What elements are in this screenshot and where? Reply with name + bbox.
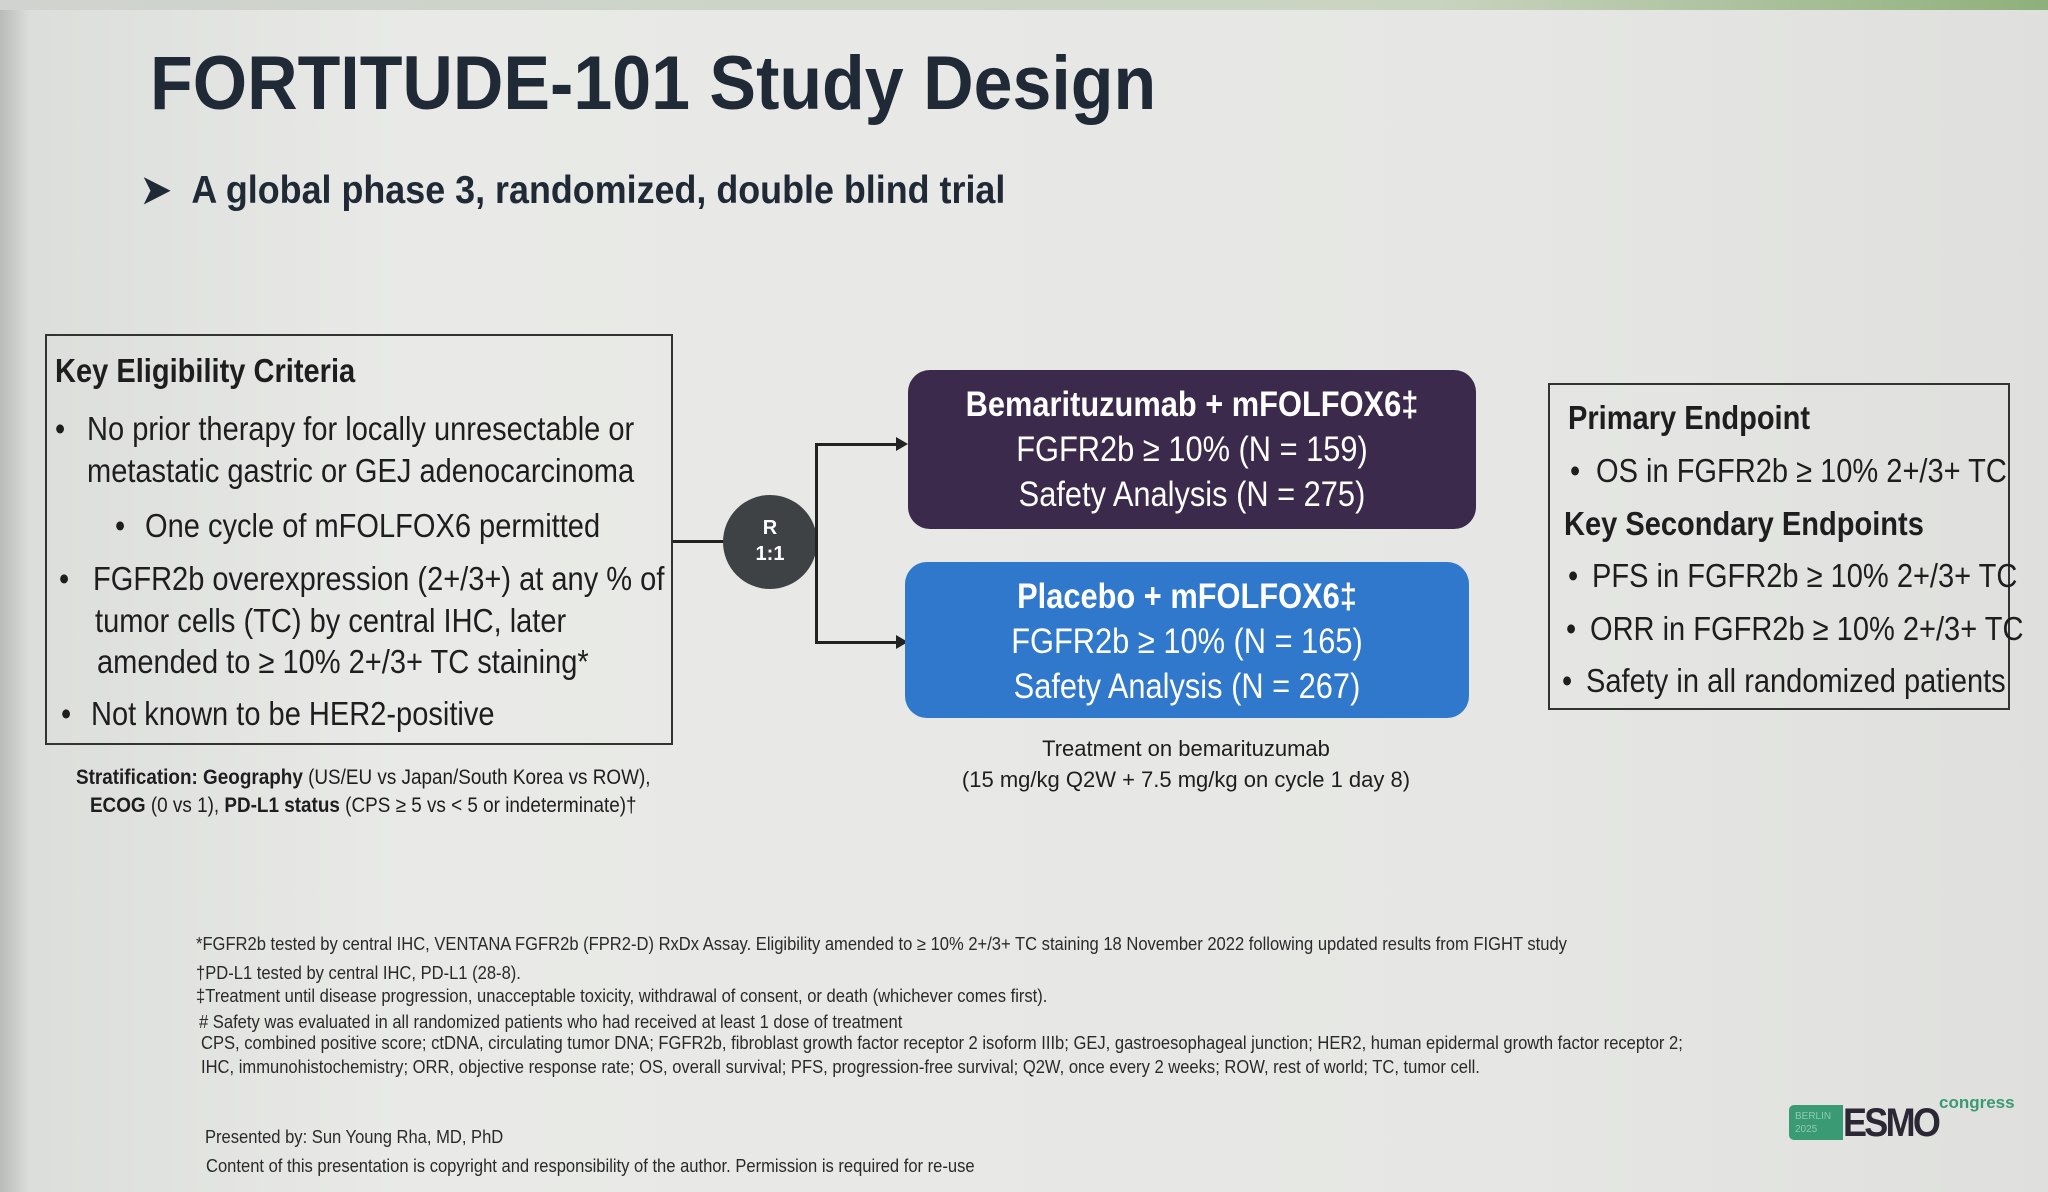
footnote: *FGFR2b tested by central IHC, VENTANA F… — [196, 934, 1567, 954]
primary-endpoint-heading: Primary Endpoint — [1568, 399, 1811, 436]
strat-ecog-values: (0 vs 1), — [145, 794, 225, 817]
slide-title: FORTITUDE-101 Study Design — [150, 41, 1157, 126]
bullet-icon: • — [115, 507, 126, 544]
logo-suffix: congress — [1939, 1093, 2015, 1112]
esmo-logo: BERLIN 2025 ESMO congress — [1789, 1093, 2039, 1147]
criteria-item: metastatic gastric or GEJ adenocarcinoma — [87, 452, 635, 489]
logo-city-block: BERLIN 2025 — [1789, 1105, 1843, 1140]
arm-placebo: Placebo + mFOLFOX6‡ FGFR2b ≥ 10% (N = 16… — [905, 562, 1469, 718]
arm-name: Placebo + mFOLFOX6‡ — [1017, 577, 1357, 616]
arm-safety-n: Safety Analysis (N = 267) — [1013, 667, 1361, 706]
bullet-icon: • — [1566, 610, 1577, 647]
arrow-to-arm-b — [815, 641, 900, 644]
eligibility-box: Key Eligibility Criteria • No prior ther… — [45, 334, 673, 745]
endpoints-box: Primary Endpoint • OS in FGFR2b ≥ 10% 2+… — [1548, 383, 2023, 710]
connector-line — [673, 540, 725, 543]
treatment-line: Treatment on bemarituzumab — [1042, 736, 1330, 761]
treatment-note: Treatment on bemarituzumab (15 mg/kg Q2W… — [960, 733, 1412, 795]
footnote: CPS, combined positive score; ctDNA, cir… — [201, 1033, 1683, 1053]
secondary-endpoint-item: Safety in all randomized patients — [1586, 662, 2006, 699]
logo-year: 2025 — [1795, 1124, 1818, 1135]
arm-safety-n: Safety Analysis (N = 275) — [1018, 475, 1366, 514]
bullet-icon: • — [1570, 452, 1581, 489]
footnote: IHC, immunohistochemistry; ORR, objectiv… — [201, 1057, 1480, 1077]
footnote: ‡Treatment until disease progression, un… — [196, 986, 1048, 1006]
randomization-circle: R 1:1 — [723, 495, 817, 589]
arm-fgfr2b-n: FGFR2b ≥ 10% (N = 159) — [1016, 430, 1368, 469]
bullet-icon: • — [1562, 662, 1573, 699]
stratification-note: Stratification: Geography (US/EU vs Japa… — [76, 764, 650, 820]
criteria-item: FGFR2b overexpression (2+/3+) at any % o… — [93, 560, 665, 597]
secondary-endpoint-item: ORR in FGFR2b ≥ 10% 2+/3+ TC — [1590, 610, 2024, 647]
criteria-item: Not known to be HER2-positive — [91, 695, 495, 732]
presenter: Presented by: Sun Young Rha, MD, PhD — [205, 1127, 504, 1147]
treatment-dose: (15 mg/kg Q2W + 7.5 mg/kg on cycle 1 day… — [961, 767, 1411, 792]
strat-pdl1-values: (CPS ≥ 5 vs < 5 or indeterminate)† — [339, 794, 637, 817]
arrow-to-arm-a — [815, 443, 900, 446]
top-edge — [0, 0, 2048, 10]
arm-bemarituzumab: Bemarituzumab + mFOLFOX6‡ FGFR2b ≥ 10% (… — [908, 370, 1476, 529]
logo-brand: ESMO — [1843, 1101, 1941, 1145]
eligibility-heading: Key Eligibility Criteria — [55, 352, 356, 389]
secondary-endpoints-heading: Key Secondary Endpoints — [1564, 505, 1924, 542]
randomization-ratio: 1:1 — [755, 543, 785, 565]
strat-label: Stratification: Geography — [76, 766, 303, 789]
strat-geo: (US/EU vs Japan/South Korea vs ROW), — [302, 766, 651, 789]
primary-endpoint-item: OS in FGFR2b ≥ 10% 2+/3+ TC — [1596, 452, 2007, 489]
arrowhead-icon — [896, 437, 908, 451]
bullet-icon: • — [59, 560, 70, 597]
criteria-item: tumor cells (TC) by central IHC, later — [95, 602, 567, 639]
criteria-item: No prior therapy for locally unresectabl… — [87, 410, 635, 447]
strat-pdl1: PD-L1 status — [224, 794, 340, 817]
footnote: †PD-L1 tested by central IHC, PD-L1 (28-… — [196, 963, 521, 983]
bullet-icon: • — [1568, 557, 1579, 594]
arm-fgfr2b-n: FGFR2b ≥ 10% (N = 165) — [1011, 622, 1363, 661]
bullet-icon: • — [61, 695, 72, 732]
slide-subtitle: ➤ A global phase 3, randomized, double bl… — [141, 168, 1005, 213]
logo-city: BERLIN — [1795, 1111, 1832, 1122]
footnote: # Safety was evaluated in all randomized… — [199, 1012, 903, 1032]
arm-name: Bemarituzumab + mFOLFOX6‡ — [965, 385, 1419, 424]
randomization-label: R — [762, 517, 778, 539]
criteria-item: amended to ≥ 10% 2+/3+ TC staining* — [97, 643, 589, 680]
criteria-subitem: One cycle of mFOLFOX6 permitted — [145, 507, 601, 544]
branch-line — [815, 443, 818, 644]
subtitle-text: A global phase 3, randomized, double bli… — [191, 169, 1006, 212]
bullet-icon: • — [55, 410, 66, 447]
secondary-endpoint-item: PFS in FGFR2b ≥ 10% 2+/3+ TC — [1592, 557, 2018, 594]
strat-ecog: ECOG — [89, 794, 146, 817]
copyright-note: Content of this presentation is copyrigh… — [206, 1156, 975, 1176]
arrow-bullet-icon: ➤ — [141, 169, 172, 212]
